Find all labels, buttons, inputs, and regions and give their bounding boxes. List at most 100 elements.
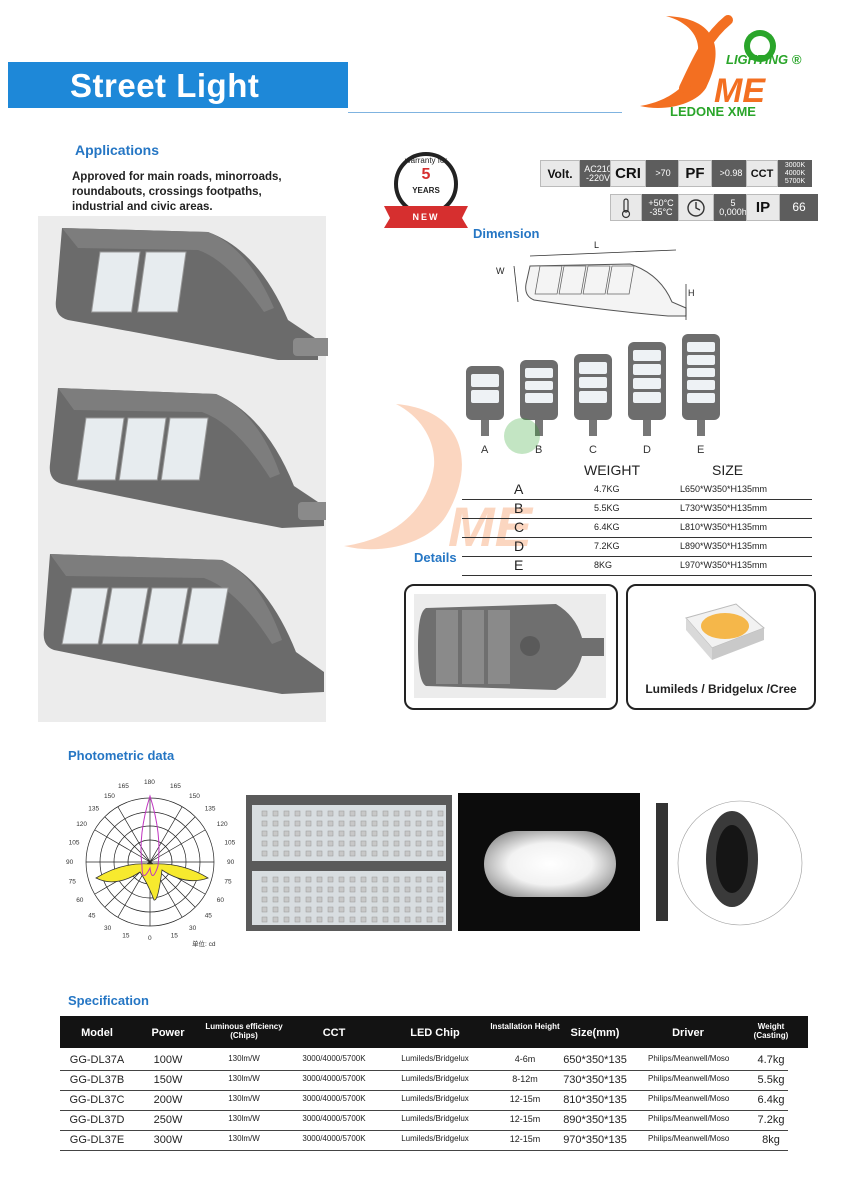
col-led-chip: LED Chip — [410, 1027, 460, 1039]
led-dot — [371, 886, 378, 893]
spec-chip-pf: PF >0.98 — [678, 160, 750, 187]
led-dot — [426, 810, 433, 817]
led-dot — [294, 876, 301, 883]
led-dot — [371, 876, 378, 883]
led-dot — [294, 906, 301, 913]
variant-letter: D — [643, 444, 651, 456]
product-photo-panel — [38, 216, 328, 722]
led-dot — [283, 916, 290, 923]
street-light-photo-large — [43, 554, 324, 694]
led-dot — [261, 886, 268, 893]
led-dot — [305, 840, 312, 847]
cell-power: 150W — [153, 1074, 183, 1086]
led-dot — [371, 906, 378, 913]
led-dot — [371, 850, 378, 857]
polar-label-left: 30 — [104, 925, 112, 932]
led-dot — [404, 840, 411, 847]
clock-icon — [678, 194, 714, 221]
logo-brand-text: LEDONE XME — [670, 104, 756, 119]
title-underline — [348, 112, 622, 113]
cell-driver: Philips/Meanwell/Moso — [648, 1114, 730, 1123]
led-dot — [393, 810, 400, 817]
led-dot — [283, 906, 290, 913]
led-dot — [382, 850, 389, 857]
cell-power: 200W — [153, 1094, 183, 1106]
svg-text:ME: ME — [448, 495, 534, 558]
variant-led-panel — [633, 350, 661, 361]
row-letter: D — [514, 538, 525, 554]
spec-chip-cri: CRI >70 — [610, 160, 680, 187]
polar-label-right: 15 — [171, 932, 179, 939]
led-dot — [305, 820, 312, 827]
photometric-title: Photometric data — [68, 748, 175, 763]
led-dot — [382, 876, 389, 883]
cell-height: 12-15m — [509, 1134, 541, 1144]
variant-led-panel — [687, 393, 715, 403]
row-weight: 5.5KG — [594, 503, 620, 513]
led-dot — [327, 820, 334, 827]
led-dot — [338, 840, 345, 847]
led-dot — [371, 840, 378, 847]
polar-label-top-center: 180 — [144, 779, 155, 786]
led-dot — [382, 820, 389, 827]
spec-chip-key: PF — [678, 160, 712, 187]
row-size: L650*W350*H135mm — [680, 484, 768, 494]
led-dot — [382, 916, 389, 923]
row-letter: A — [514, 481, 524, 497]
polar-label-left: 105 — [69, 839, 80, 846]
spec-table-header: Model Power Luminous efficiency (Chips) … — [60, 1016, 808, 1048]
isolux-diagram — [648, 797, 810, 931]
led-dot — [404, 886, 411, 893]
led-dot — [415, 810, 422, 817]
cell-driver: Philips/Meanwell/Moso — [648, 1074, 730, 1083]
thermometer-icon — [610, 194, 642, 221]
led-dot — [404, 906, 411, 913]
dimension-label-h: H — [688, 288, 695, 298]
spec-chip-key: Volt. — [540, 160, 580, 187]
led-dot — [404, 820, 411, 827]
spec-chip-value: 66 — [780, 194, 818, 221]
led-dot — [349, 830, 356, 837]
variant-mount-stem — [643, 420, 651, 436]
variant-letter: B — [535, 444, 543, 456]
polar-label-bottom: 0 — [148, 935, 152, 942]
led-dot — [316, 916, 323, 923]
cell-weight: 5.5kg — [757, 1074, 785, 1086]
variant-led-panel — [471, 390, 499, 403]
polar-label-right: 135 — [205, 805, 216, 812]
led-dot — [272, 916, 279, 923]
variant-led-panel — [687, 367, 715, 378]
polar-label-left: 135 — [88, 805, 99, 812]
polar-label-left: 120 — [76, 821, 87, 828]
variant-led-panel — [687, 380, 715, 391]
polar-label-right: 75 — [224, 879, 232, 886]
details-title: Details — [414, 550, 457, 565]
led-dot — [316, 810, 323, 817]
cell-height: 12-15m — [509, 1094, 541, 1104]
col-cct: CCT — [322, 1027, 346, 1039]
warranty-years-label: YEARS — [412, 186, 440, 195]
led-dot — [283, 820, 290, 827]
led-dot — [272, 876, 279, 883]
cell-efficiency: 130lm/W — [228, 1114, 260, 1123]
col-model: Model — [81, 1027, 113, 1039]
polar-label-right: 120 — [217, 821, 228, 828]
variant-led-panel — [687, 342, 715, 352]
variant-led-panel — [633, 378, 661, 389]
cell-weight: 7.2kg — [757, 1114, 785, 1126]
led-dot — [316, 830, 323, 837]
led-dot — [349, 906, 356, 913]
led-dot — [437, 916, 444, 923]
led-dot — [338, 810, 345, 817]
detail-chip-box: Lumileds / Bridgelux /Cree — [626, 584, 816, 710]
variant-led-panel — [633, 364, 661, 375]
cell-driver: Philips/Meanwell/Moso — [648, 1134, 730, 1143]
cell-led-chip: Lumileds/Bridgelux — [401, 1114, 469, 1123]
led-dot — [261, 916, 268, 923]
led-dot — [338, 916, 345, 923]
led-dot — [404, 916, 411, 923]
polar-label-top-left: 165 — [118, 783, 129, 790]
led-dot — [404, 830, 411, 837]
